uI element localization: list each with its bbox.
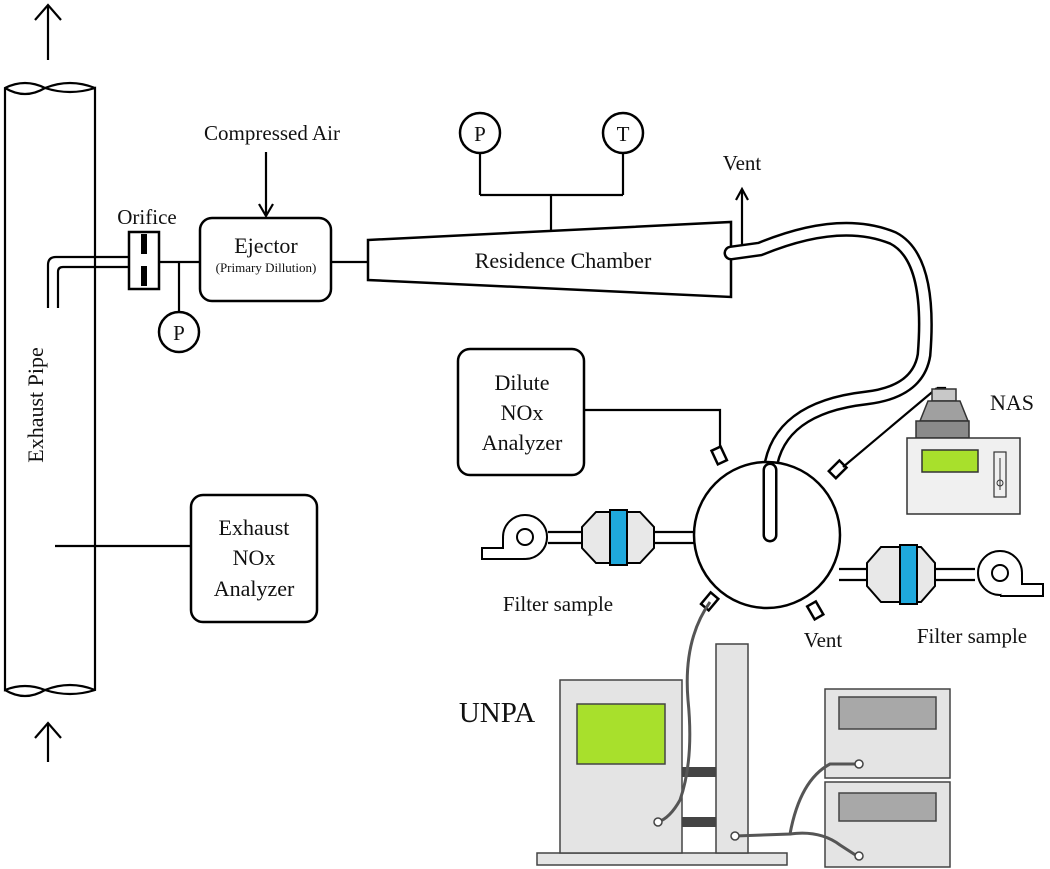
ejector-sublabel: (Primary Dillution) [216,260,317,275]
dilute-nox-label-line3: Analyzer [482,430,563,455]
dilute-nox-label-line1: Dilute [495,370,550,395]
dilute-nox-label-line2: NOx [501,400,544,425]
unpa-instrument [536,643,951,868]
orifice [127,230,161,291]
pump-right [977,550,1044,597]
exhaust-nox-label-line3: Analyzer [214,576,295,601]
dilute-nox-line [584,408,722,452]
filter-sample-left-label: Filter sample [503,592,613,616]
pressure-gauge-chamber: P [458,111,502,155]
residence-chamber-label: Residence Chamber [475,248,652,273]
nas-instrument [906,386,1021,515]
svg-text:P: P [173,321,185,345]
unpa-sample-tubing [653,601,864,861]
exhaust-nox-analyzer-box [189,493,319,624]
filter-left [548,509,694,566]
sampling-probe [46,255,130,308]
dilute-nox-analyzer-box [456,347,586,477]
transfer-hose [723,221,933,543]
nas-sample-line [842,387,938,468]
pump-left [481,514,548,560]
exhaust-pipe [3,81,97,698]
exhaust-pipe-label: Exhaust Pipe [23,347,48,463]
filter-right [839,544,975,605]
orifice-label: Orifice [117,205,176,229]
nas-label: NAS [990,390,1034,415]
residence-chamber [366,220,733,299]
vent-top-arrow [735,186,749,244]
exhaust-nox-label-line2: NOx [233,545,276,570]
svg-text:T: T [617,122,630,146]
chamber-gauge-manifold [478,154,625,231]
ejector-label: Ejector [234,233,298,258]
pressure-gauge-inlet: P [157,310,201,354]
compressed-air-label: Compressed Air [204,121,340,145]
vent-top-label: Vent [723,151,762,175]
exhaust-out-arrow [34,3,62,60]
ejector-box [198,216,333,303]
temperature-gauge-chamber: T [601,111,645,155]
filter-sample-right-label: Filter sample [917,624,1027,648]
exhaust-nox-label-line1: Exhaust [219,515,290,540]
vent-bottom-label: Vent [804,628,843,652]
unpa-label: UNPA [459,697,535,729]
compressed-air-arrow [258,152,274,219]
svg-text:P: P [474,122,486,146]
exhaust-in-arrow [34,721,62,762]
